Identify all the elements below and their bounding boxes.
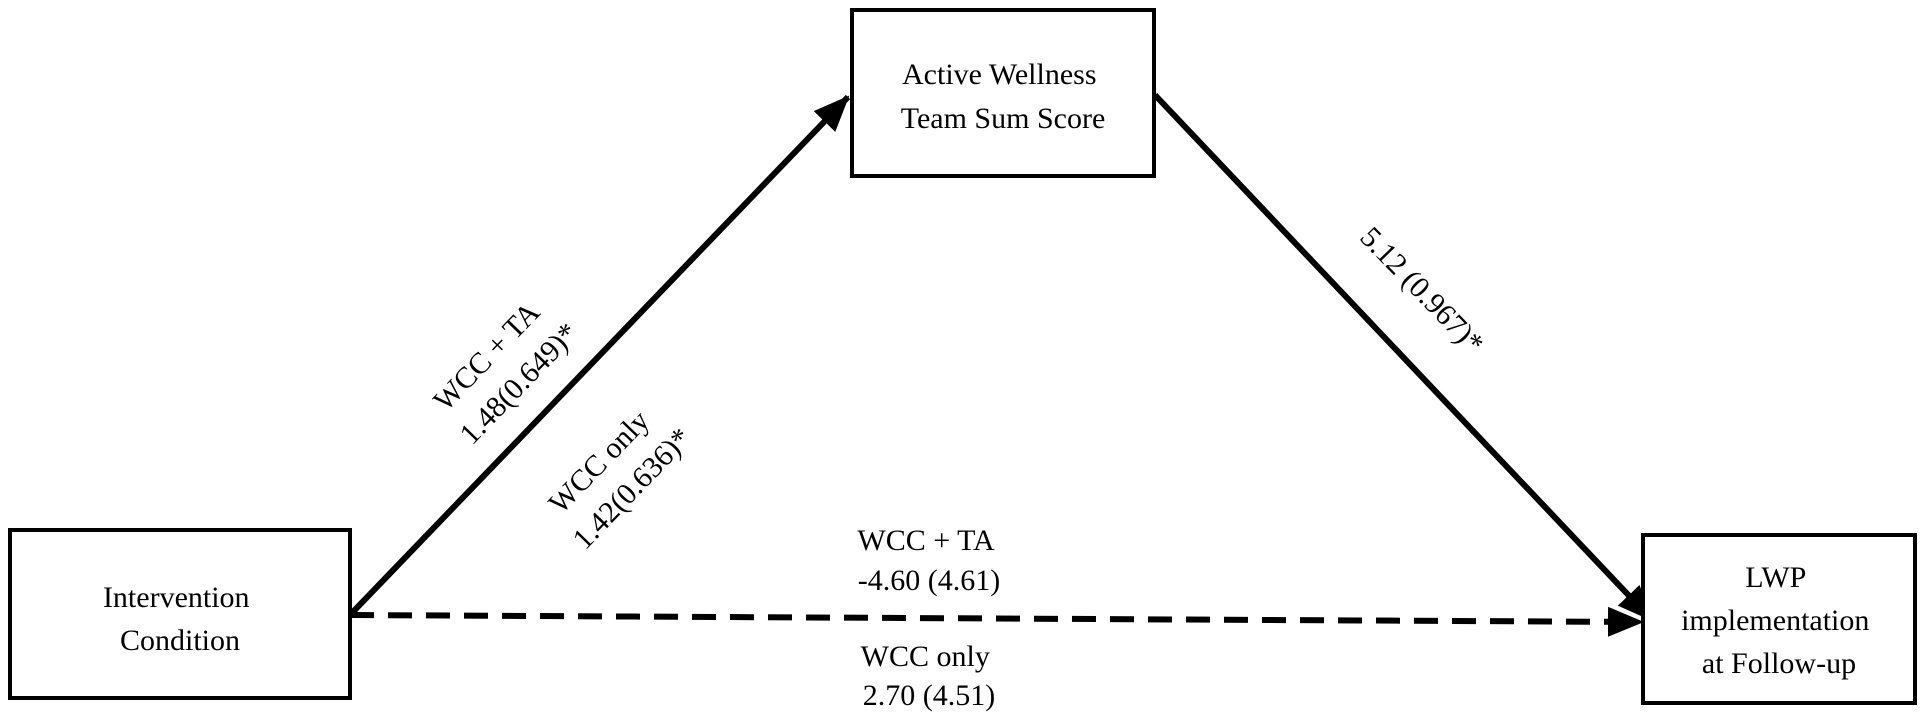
node-predictor: Intervention Condition (8, 528, 352, 700)
node-mediator-line-1: Active Wellness (902, 58, 1097, 91)
svg-text:WCC only 1.42(0.636)*: WCC only 1.42(0.636)* (536, 392, 698, 556)
node-mediator: Active Wellness Team Sum Score (850, 8, 1156, 178)
svg-text:5.12 (0.967)*: 5.12 (0.967)* (1354, 220, 1491, 360)
svg-text:Active Wellness Team Sum: Active Wellness Team Sum Score (901, 58, 1106, 135)
node-outcome: LWP implementation at Follow-up (1641, 533, 1917, 705)
node-mediator-line-2: Team Sum Score (901, 102, 1106, 135)
edge-mediator-to-outcome (1152, 92, 1655, 623)
edge-label-mediator-outcome: 5.12 (0.967)* (1354, 220, 1491, 360)
edge-label-predictor-mediator-wcc-only: WCC only 1.42(0.636)* (536, 392, 698, 556)
node-predictor-line-1: Intervention (103, 581, 250, 614)
node-outcome-line-1: LWP (1745, 561, 1805, 594)
edge-label-predictor-mediator-wcc-ta: WCC + TA 1.48(0.649)* (423, 287, 585, 451)
edge-label-direct-wcc-ta: WCC + TA -4.60 (4.61) (857, 524, 1000, 597)
edge-label-direct-wcc-only: WCC only 2.70 (4.51) (861, 640, 998, 712)
edge-label-group: WCC + TA (857, 524, 995, 557)
edge-label-group: WCC only (861, 640, 990, 673)
edge-label-value: 2.70 (4.51) (863, 679, 995, 712)
edge-label-value: 5.12 (0.967)* (1354, 220, 1491, 360)
edge-predictor-to-outcome (349, 606, 1644, 637)
svg-text:WCC + TA 1.48(0.649)*: WCC + TA 1.48(0.649)* (423, 287, 585, 451)
node-outcome-line-3: at Follow-up (1702, 647, 1856, 680)
node-predictor-line-2: Condition (120, 624, 240, 657)
edge-label-value: -4.60 (4.61) (858, 564, 1000, 597)
svg-text:LWP implementation: LWP implementation at Follow-up (1681, 561, 1877, 680)
svg-text:Intervention Condition: Intervention Condition (103, 581, 257, 657)
edge-predictor-to-mediator (347, 94, 851, 618)
node-outcome-line-2: implementation (1681, 604, 1869, 637)
